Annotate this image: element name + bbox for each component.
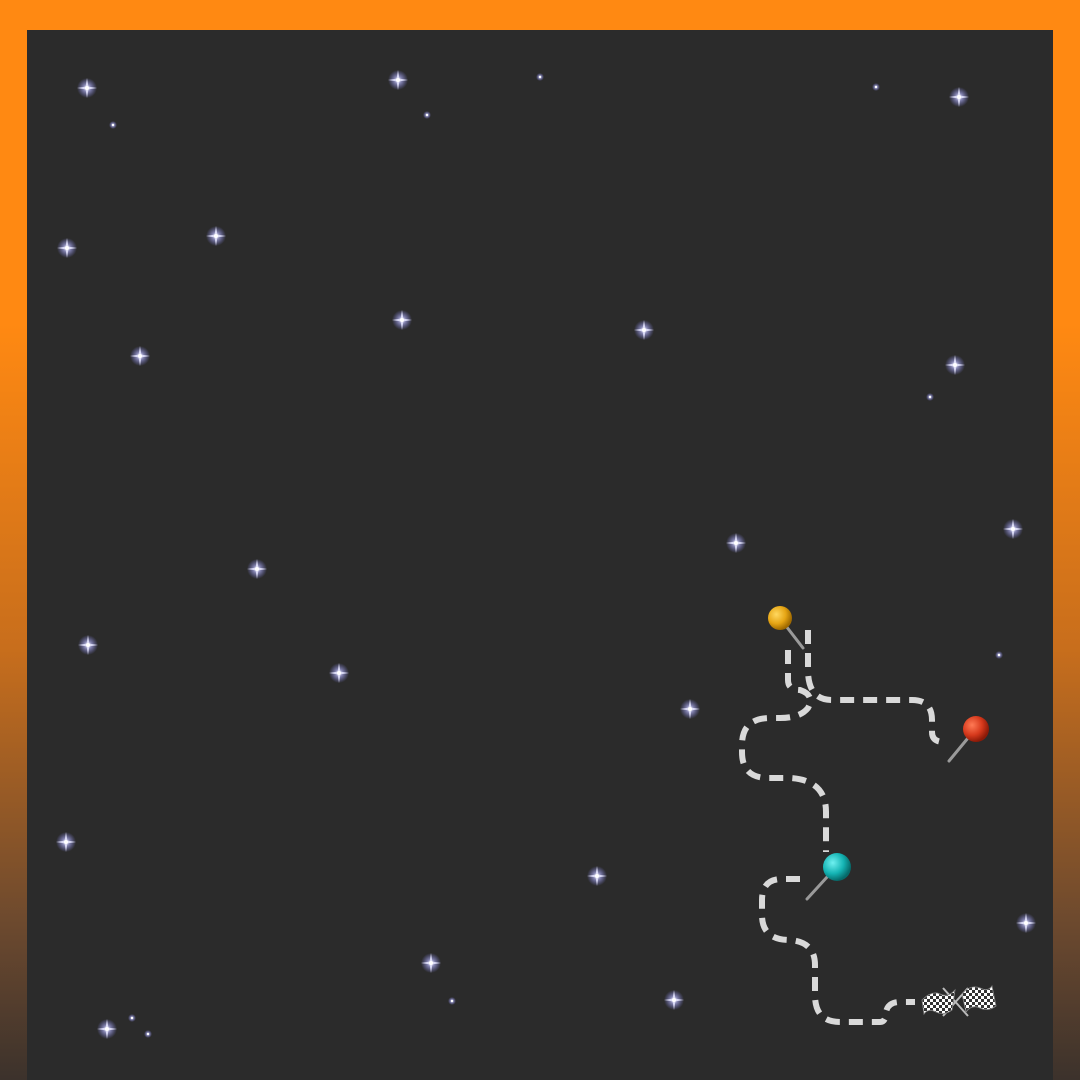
- board-canvas: [56, 70, 1036, 1039]
- sparkle-star-icon: [130, 346, 150, 366]
- game-board: [27, 30, 1053, 1080]
- sparkle-star-icon: [128, 1014, 136, 1022]
- pin-yellow-needle: [784, 624, 805, 650]
- sparkle-star-icon: [587, 866, 607, 886]
- sparkle-star-icon: [144, 1030, 152, 1038]
- track-path-main: [739, 650, 829, 852]
- pin-red[interactable]: [947, 716, 989, 763]
- sparkle-star-icon: [726, 533, 746, 553]
- sparkle-star-icon: [77, 78, 97, 98]
- track-path-upper: [805, 630, 945, 745]
- sparkle-star-icon: [388, 70, 408, 90]
- sparkle-star-icon: [945, 355, 965, 375]
- star-field: [56, 70, 1036, 1039]
- sparkle-star-icon: [448, 997, 456, 1005]
- sparkle-star-icon: [206, 226, 226, 246]
- pin-teal-head[interactable]: [823, 853, 851, 881]
- pin-yellow[interactable]: [768, 606, 805, 650]
- sparkle-star-icon: [78, 635, 98, 655]
- sparkle-star-icon: [949, 87, 969, 107]
- sparkle-star-icon: [1003, 519, 1023, 539]
- sparkle-star-icon: [97, 1019, 117, 1039]
- sparkle-star-icon: [1016, 913, 1036, 933]
- sparkle-star-icon: [421, 953, 441, 973]
- race-track: [739, 630, 945, 1025]
- pin-teal-needle: [805, 874, 830, 901]
- sparkle-star-icon: [423, 111, 431, 119]
- sparkle-star-icon: [995, 651, 1003, 659]
- sparkle-star-icon: [329, 663, 349, 683]
- sparkle-star-icon: [536, 73, 544, 81]
- sparkle-star-icon: [247, 559, 267, 579]
- sparkle-star-icon: [109, 121, 117, 129]
- pin-teal[interactable]: [805, 853, 851, 901]
- sparkle-star-icon: [56, 832, 76, 852]
- sparkle-star-icon: [872, 83, 880, 91]
- pin-red-head[interactable]: [963, 716, 989, 742]
- track-path-lower: [759, 876, 915, 1025]
- checkered-flags-icon: [921, 984, 997, 1017]
- sparkle-star-icon: [392, 310, 412, 330]
- sparkle-star-icon: [926, 393, 934, 401]
- sparkle-star-icon: [57, 238, 77, 258]
- sparkle-star-icon: [664, 990, 684, 1010]
- pin-yellow-head[interactable]: [768, 606, 792, 630]
- pin-red-needle: [947, 736, 970, 763]
- sparkle-star-icon: [680, 699, 700, 719]
- sparkle-star-icon: [634, 320, 654, 340]
